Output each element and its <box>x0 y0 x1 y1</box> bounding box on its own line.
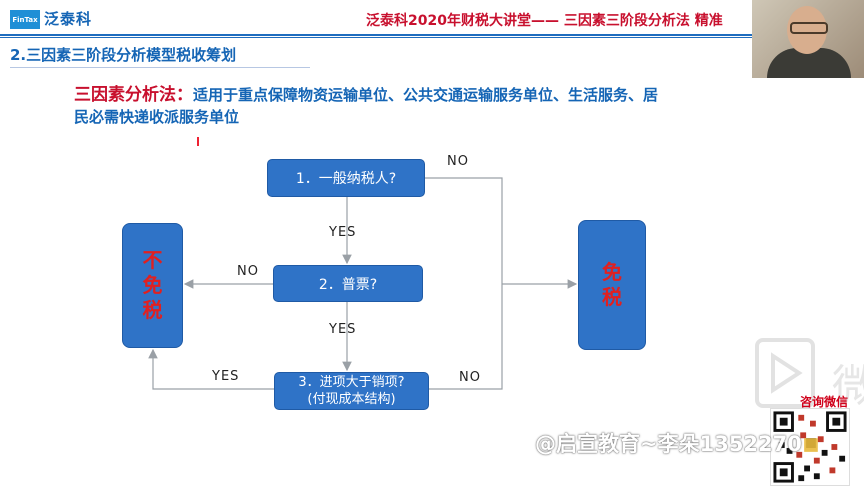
q3-line1: 3．进项大于销项? <box>298 375 405 390</box>
header-divider-thin <box>0 37 760 38</box>
consult-wechat-label: 咨询微信 <box>800 395 849 409</box>
label-q3-no: NO <box>459 370 481 385</box>
not-exempt-char-1: 不 <box>142 248 163 272</box>
watermark-text: @启宣教育~李朵1352270 <box>535 432 802 456</box>
method-description: 三因素分析法：适用于重点保障物资运输单位、公共交通运输服务单位、生活服务、居民必… <box>74 84 659 128</box>
q3-line2: (付现成本结构) <box>307 392 396 407</box>
exempt-char-1: 免 <box>602 260 622 284</box>
qr-code-icon <box>770 408 850 486</box>
label-q3-yes: YES <box>212 369 240 384</box>
cursor-mark <box>197 137 199 146</box>
line-q3-no <box>429 284 503 390</box>
result-not-exempt: 不 免 税 <box>122 223 183 348</box>
label-q2-yes: YES <box>329 322 357 337</box>
brand-name: 泛泰科 <box>44 10 93 28</box>
section-title: 2.三因素三阶段分析模型税收筹划 <box>10 46 237 64</box>
exempt-char-2: 税 <box>602 285 622 309</box>
method-scope: 适用于重点保障物资运输单位、公共交通运输服务单位、生活服务、居民必需快递收派服务… <box>74 86 659 126</box>
not-exempt-char-3: 税 <box>142 298 163 322</box>
arrow-q3-to-not-exempt <box>148 348 274 390</box>
not-exempt-char-2: 免 <box>142 273 163 297</box>
section-underline <box>10 67 310 68</box>
label-q1-yes: YES <box>329 225 357 240</box>
question-input-exceeds-output: 3．进项大于销项? (付现成本结构) <box>274 372 429 410</box>
presenter-webcam <box>752 0 864 78</box>
course-title: 泛泰科2020年财税大讲堂—— 三因素三阶段分析法 精准 <box>366 13 723 29</box>
label-q2-no: NO <box>237 264 259 279</box>
question-ordinary-invoice: 2．普票? <box>273 265 423 302</box>
result-exempt: 免 税 <box>578 220 646 350</box>
line-q1-no <box>425 177 503 284</box>
label-q1-no: NO <box>447 154 469 169</box>
fintax-logo-badge: FinTax <box>10 10 40 29</box>
header-divider <box>0 34 760 36</box>
video-watermark-icon <box>755 338 815 408</box>
watermark-char: 微 <box>832 361 864 412</box>
question-general-taxpayer: 1．一般纳税人? <box>267 159 425 197</box>
method-name: 三因素分析法： <box>74 85 193 105</box>
